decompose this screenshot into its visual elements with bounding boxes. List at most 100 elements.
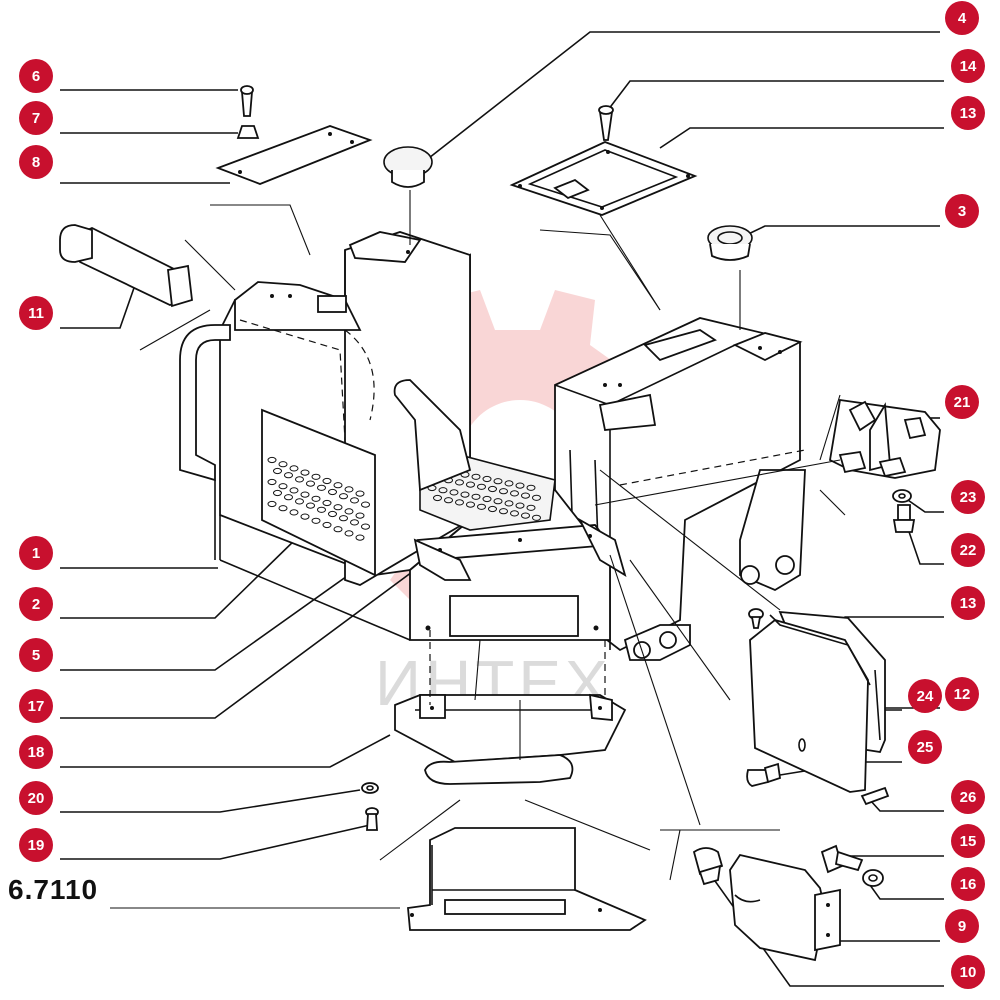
perforation-hole bbox=[493, 478, 503, 485]
plate-8 bbox=[215, 125, 373, 185]
perforation-hole bbox=[471, 493, 481, 500]
perforation-hole bbox=[510, 510, 519, 517]
callout-22: 22 bbox=[951, 533, 985, 567]
cap-3 bbox=[707, 225, 753, 261]
perforation-hole bbox=[355, 534, 365, 541]
callout-11: 11 bbox=[19, 296, 53, 330]
callout-circle bbox=[951, 780, 985, 814]
bolt-22 bbox=[892, 504, 916, 533]
callout-markers: 1234567891011121313141516171819202122232… bbox=[19, 1, 985, 989]
perforation-hole bbox=[455, 499, 464, 506]
perforation-hole bbox=[433, 494, 442, 502]
perforation-hole bbox=[295, 498, 304, 505]
perforation-hole bbox=[521, 492, 530, 499]
perforation-hole bbox=[504, 500, 514, 507]
screw-19 bbox=[365, 807, 379, 831]
callout-label: 21 bbox=[954, 394, 971, 411]
callout-label: 16 bbox=[960, 876, 977, 893]
callout-13: 13 bbox=[951, 586, 985, 620]
perforation-hole bbox=[267, 500, 277, 508]
perforation-hole bbox=[449, 489, 459, 496]
callout-9: 9 bbox=[945, 909, 979, 943]
perforation-hole bbox=[289, 465, 299, 472]
callout-23: 23 bbox=[951, 480, 985, 514]
callout-label: 12 bbox=[954, 686, 971, 703]
callout-3: 3 bbox=[945, 194, 979, 228]
bolt-15 bbox=[820, 844, 864, 874]
callout-label: 6 bbox=[32, 68, 40, 85]
callout-circle bbox=[951, 955, 985, 989]
perforation bbox=[427, 464, 541, 521]
callout-label: 24 bbox=[917, 688, 934, 705]
perforation-hole bbox=[267, 456, 277, 464]
perforation-hole bbox=[350, 497, 359, 504]
callout-label: 11 bbox=[28, 305, 44, 322]
perforation-hole bbox=[289, 487, 299, 494]
callout-label: 4 bbox=[958, 10, 967, 27]
perforation-hole bbox=[339, 515, 348, 522]
screw-24 bbox=[748, 608, 764, 629]
callout-circle bbox=[19, 587, 53, 621]
leader-line-11 bbox=[60, 284, 136, 329]
callout-1: 1 bbox=[19, 536, 53, 570]
callout-2: 2 bbox=[19, 587, 53, 621]
callout-circle bbox=[19, 689, 53, 723]
callout-8: 8 bbox=[19, 145, 53, 179]
perforation-hole bbox=[322, 477, 332, 485]
callout-circle bbox=[951, 49, 985, 83]
callout-19: 19 bbox=[19, 828, 53, 862]
callout-4: 4 bbox=[945, 1, 979, 35]
callout-circle bbox=[19, 101, 53, 135]
callout-label: 26 bbox=[960, 789, 977, 806]
perforation-hole bbox=[339, 493, 348, 500]
perforation-hole bbox=[466, 481, 475, 488]
perforation-hole bbox=[355, 512, 365, 519]
leader-line-23 bbox=[904, 497, 944, 513]
perforation-hole bbox=[328, 488, 337, 496]
perforation-hole bbox=[311, 517, 321, 524]
perforation-hole bbox=[328, 510, 337, 518]
callout-16: 16 bbox=[951, 867, 985, 901]
callout-label: 20 bbox=[28, 790, 45, 807]
callout-circle bbox=[945, 385, 979, 419]
perforation-hole bbox=[355, 490, 365, 497]
perforation-hole bbox=[444, 497, 453, 504]
center-handle bbox=[393, 379, 627, 581]
callout-circle bbox=[19, 296, 53, 330]
screw-6 bbox=[240, 85, 254, 117]
washer-20 bbox=[361, 782, 379, 794]
callout-6: 6 bbox=[19, 59, 53, 93]
callout-circle bbox=[19, 145, 53, 179]
callout-12: 12 bbox=[945, 677, 979, 711]
callout-14: 14 bbox=[951, 49, 985, 83]
perforation-hole bbox=[510, 490, 519, 497]
perforation-hole bbox=[460, 491, 470, 498]
perforation-hole bbox=[273, 489, 282, 497]
perforation-hole bbox=[438, 487, 448, 494]
cover-9 bbox=[729, 853, 841, 962]
callout-label: 2 bbox=[32, 596, 40, 613]
perforation-hole bbox=[333, 482, 343, 489]
callout-circle bbox=[19, 781, 53, 815]
perforation-hole bbox=[477, 503, 486, 510]
leader-line-10 bbox=[699, 859, 944, 987]
callout-label: 10 bbox=[960, 964, 977, 981]
perforation-hole bbox=[526, 484, 536, 491]
assembly-lines bbox=[110, 190, 846, 909]
perforation-hole bbox=[361, 501, 370, 508]
callout-circle bbox=[951, 586, 985, 620]
leader-line-17 bbox=[60, 554, 436, 719]
callout-label: 17 bbox=[28, 698, 45, 715]
tray-18 bbox=[394, 693, 627, 785]
perforation-hole bbox=[488, 505, 497, 513]
perforation-hole bbox=[306, 480, 315, 487]
callout-circle bbox=[951, 480, 985, 514]
screw-14 bbox=[598, 105, 614, 141]
perforation-hole bbox=[317, 484, 326, 491]
perforation-hole bbox=[504, 480, 514, 487]
callout-label: 23 bbox=[960, 489, 977, 506]
perforation-hole bbox=[300, 513, 310, 520]
callout-label: 8 bbox=[32, 154, 40, 171]
washer-7 bbox=[236, 125, 260, 139]
perforation-hole bbox=[322, 499, 332, 507]
